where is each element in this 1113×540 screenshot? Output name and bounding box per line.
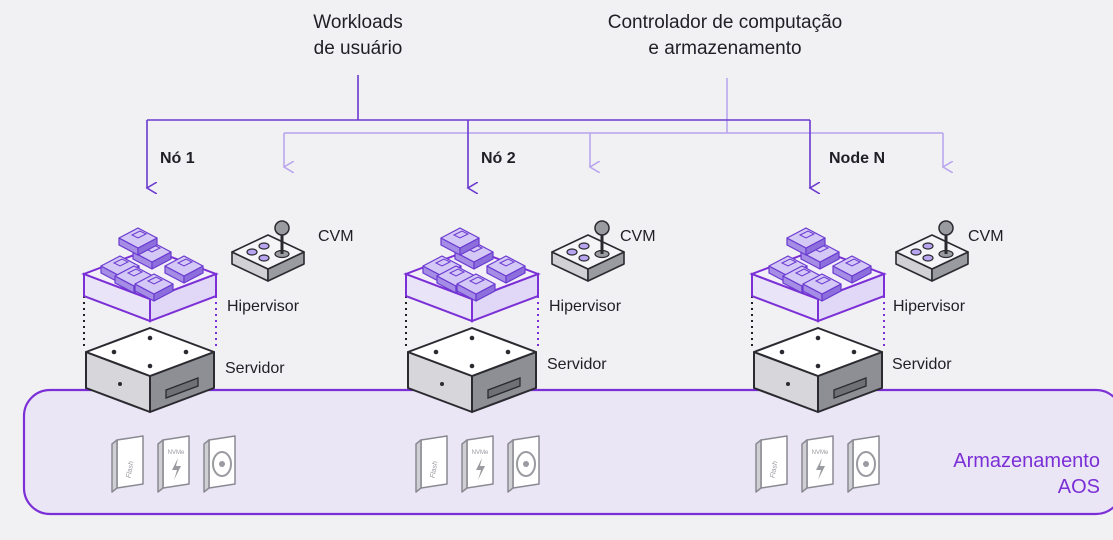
workloads-label: Workloads de usuário (313, 12, 403, 59)
svg-text:Flash: Flash (430, 461, 440, 479)
server-icon (753, 327, 883, 413)
node-n-hypervisor-label: Hipervisor (893, 298, 966, 315)
node-3-drives: Flash NVMe (755, 435, 880, 493)
disk-drive-icon (847, 435, 880, 493)
node-2-label: Nó 2 (481, 150, 516, 167)
disk-drive-icon (507, 435, 540, 493)
svg-text:NVMe: NVMe (472, 450, 489, 456)
server-icon (407, 327, 537, 413)
server-icon (85, 327, 215, 413)
svg-text:NVMe: NVMe (168, 450, 185, 456)
cvm-controller-icon (895, 220, 969, 282)
node-1-hypervisor-label: Hipervisor (227, 298, 300, 315)
flash-drive-icon: Flash (755, 435, 788, 493)
node-2-stack (403, 220, 625, 413)
nvme-drive-icon: NVMe (157, 435, 190, 493)
flash-drive-icon: Flash (415, 435, 448, 493)
node-n-server-label: Servidor (892, 356, 952, 373)
hypervisor-icon (749, 227, 887, 346)
node-2-drives: Flash NVMe (415, 435, 540, 493)
hypervisor-icon (81, 227, 219, 346)
svg-text:Flash: Flash (770, 461, 780, 479)
nvme-drive-icon: NVMe (801, 435, 834, 493)
nvme-drive-icon: NVMe (461, 435, 494, 493)
node-n-label: Node N (829, 150, 885, 167)
hypervisor-icon (403, 227, 541, 346)
node-1-stack (81, 220, 305, 413)
aos-storage-label: Armazenamento AOS (953, 450, 1100, 498)
controller-connectors (284, 78, 943, 167)
cvm-controller-icon (551, 220, 625, 282)
controller-label: Controlador de computação e armazenament… (607, 12, 843, 59)
flash-drive-icon: Flash (111, 435, 144, 493)
disk-drive-icon (203, 435, 236, 493)
node-1-label: Nó 1 (160, 150, 195, 167)
svg-text:NVMe: NVMe (812, 450, 829, 456)
node-1-cvm-label: CVM (318, 228, 354, 245)
node-2-cvm-label: CVM (620, 228, 656, 245)
workload-connectors (147, 75, 810, 188)
svg-text:Flash: Flash (126, 461, 136, 479)
node-n-cvm-label: CVM (968, 228, 1004, 245)
node-2-server-label: Servidor (547, 356, 607, 373)
node-1-server-label: Servidor (225, 360, 285, 377)
node-2-hypervisor-label: Hipervisor (549, 298, 622, 315)
aos-storage-container (22, 388, 1113, 516)
cvm-controller-icon (231, 220, 305, 282)
node-3-stack (749, 220, 969, 413)
node-1-drives: Flash NVMe (111, 435, 236, 493)
